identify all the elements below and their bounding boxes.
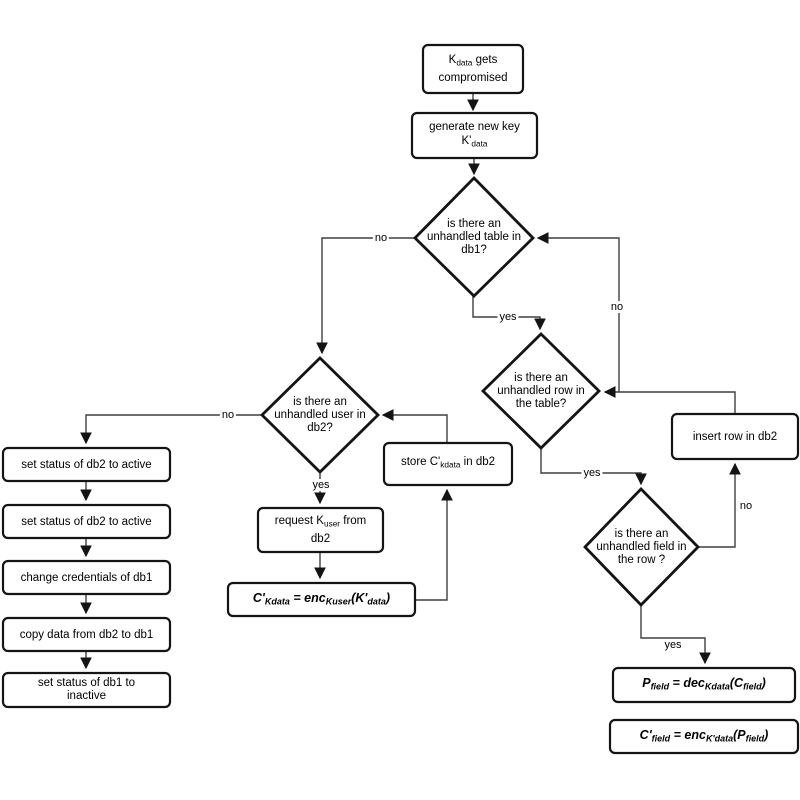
- edge-row-yes-to-field-decision: [540, 448, 647, 486]
- generate-key-box-shape: [410, 111, 539, 160]
- edge-field-yes-to-decrypt: [640, 605, 711, 665]
- set-db2-active-1-box-shape: [1, 446, 172, 483]
- encrypt-field-box-shape: [608, 718, 800, 755]
- store-ckdata-box-shape: [382, 441, 514, 487]
- edge-field-no-to-insert: [698, 462, 741, 548]
- edge-encrypt-to-store: [415, 488, 453, 601]
- row-decision-diamond: [481, 332, 601, 450]
- insert-row-box-shape: [670, 412, 800, 461]
- decrypt-field-box-shape: [611, 666, 797, 704]
- request-kuser-box-shape: [256, 506, 385, 554]
- edge-user-no-to-set-status: [80, 414, 262, 445]
- change-credentials-box-shape: [1, 559, 172, 596]
- set-db1-inactive-box-shape: [1, 671, 172, 709]
- set-db2-active-2-box-shape: [1, 503, 172, 540]
- start-box-shape: [421, 43, 525, 95]
- edge-table-yes-to-row-decision: [472, 296, 546, 331]
- edge-store-to-user-decision: [381, 409, 448, 443]
- field-decision-diamond: [583, 486, 700, 608]
- copy-data-box-shape: [1, 616, 172, 653]
- table-decision-diamond: [413, 176, 535, 298]
- edge-table-no-to-user-decision: [316, 237, 415, 355]
- edge-insert-to-row-decision: [603, 386, 736, 414]
- edge-row-no-to-table-decision: [536, 232, 620, 392]
- encrypt-kdata-box-shape: [226, 581, 417, 618]
- user-decision-diamond: [260, 356, 380, 474]
